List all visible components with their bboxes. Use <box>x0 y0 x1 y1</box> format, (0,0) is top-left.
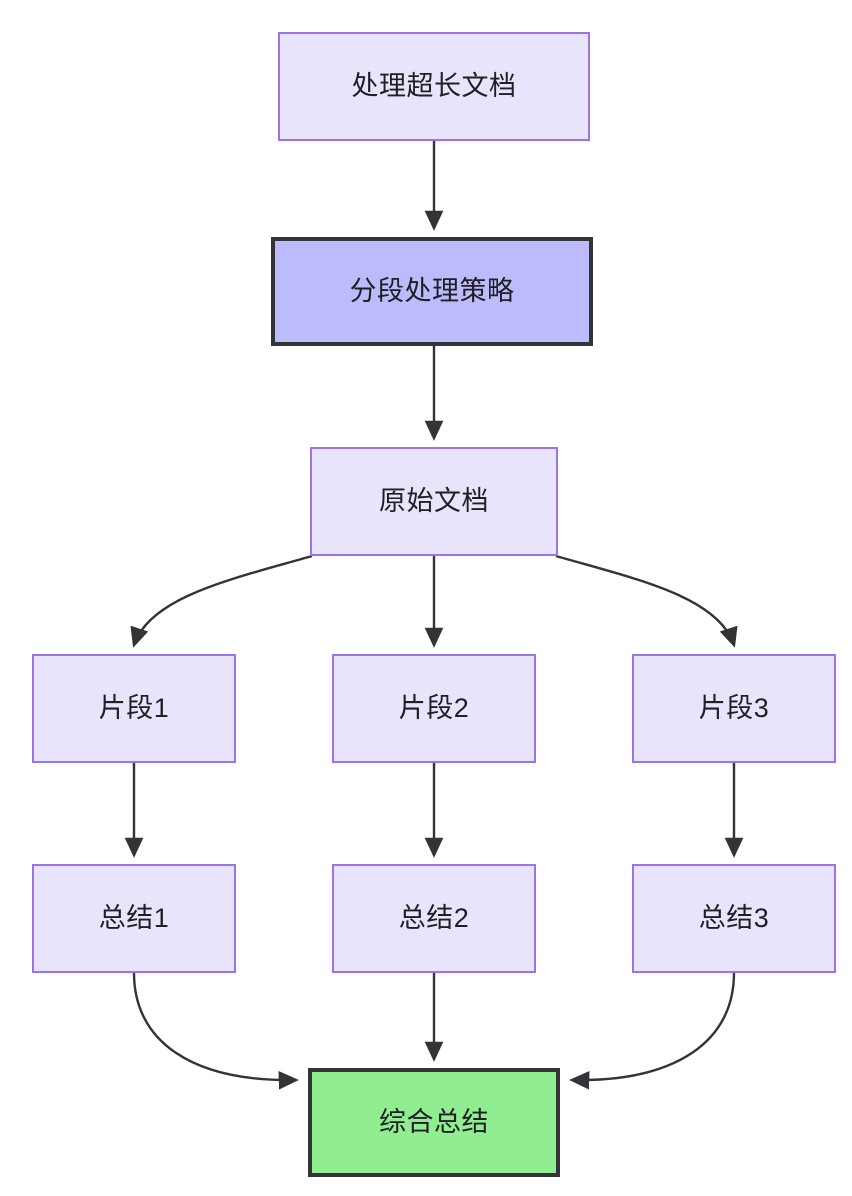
node-summary-3[interactable]: 总结3 <box>632 864 836 973</box>
node-label: 综合总结 <box>379 1107 489 1138</box>
edge-summary1-to-final-summary <box>132 972 299 1090</box>
node-chunk-2[interactable]: 片段2 <box>332 654 536 763</box>
node-label: 片段2 <box>398 693 470 724</box>
node-chunk-1[interactable]: 片段1 <box>32 654 236 763</box>
edge-source-doc-to-chunk1 <box>130 554 313 648</box>
node-summary-2[interactable]: 总结2 <box>332 864 536 973</box>
node-label: 片段3 <box>698 693 770 724</box>
edge-source-doc-to-chunk3 <box>555 554 738 648</box>
edge-summary3-to-final-summary <box>569 972 736 1090</box>
node-segmentation-strategy[interactable]: 分段处理策略 <box>271 237 593 346</box>
node-label: 分段处理策略 <box>349 276 515 307</box>
node-label: 总结2 <box>398 903 470 934</box>
node-process-long-document[interactable]: 处理超长文档 <box>278 32 590 141</box>
node-source-document[interactable]: 原始文档 <box>310 447 558 556</box>
node-summary-1[interactable]: 总结1 <box>32 864 236 973</box>
node-label: 片段1 <box>98 693 170 724</box>
node-label: 总结3 <box>698 903 770 934</box>
node-chunk-3[interactable]: 片段3 <box>632 654 836 763</box>
node-label: 原始文档 <box>379 486 489 517</box>
node-label: 总结1 <box>98 903 170 934</box>
node-combined-summary[interactable]: 综合总结 <box>308 1068 560 1177</box>
node-label: 处理超长文档 <box>351 71 517 102</box>
